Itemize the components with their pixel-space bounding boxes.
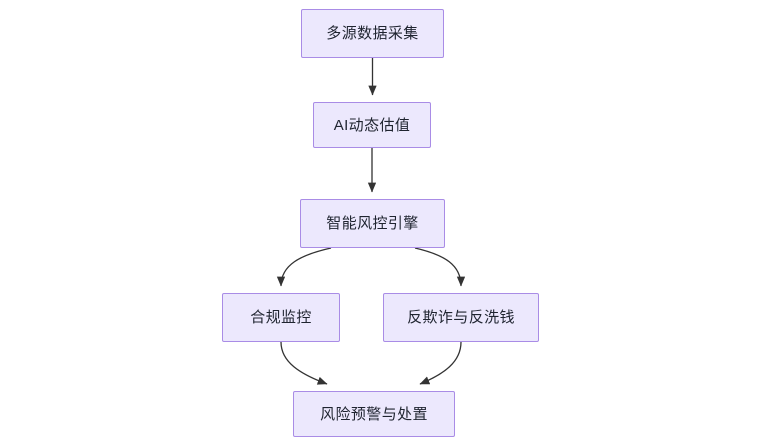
node-intelligent-risk-control-engine[interactable]: 智能风控引擎 — [300, 199, 445, 248]
node-label: 多源数据采集 — [326, 25, 419, 42]
node-multi-source-data-collection[interactable]: 多源数据采集 — [301, 9, 444, 58]
node-compliance-monitoring[interactable]: 合规监控 — [222, 293, 340, 342]
edge-n4-n6 — [280, 341, 328, 385]
node-ai-dynamic-valuation[interactable]: AI动态估值 — [313, 102, 431, 148]
edge-n5-n6 — [419, 341, 462, 385]
node-label: 风险预警与处置 — [320, 405, 428, 423]
node-anti-fraud-and-anti-money-laundering[interactable]: 反欺诈与反洗钱 — [383, 293, 539, 342]
node-label: 智能风控引擎 — [326, 215, 419, 232]
node-label: 合规监控 — [250, 309, 312, 326]
edge-n3-n5 — [414, 247, 466, 287]
node-label: AI动态估值 — [333, 116, 411, 134]
node-label: 反欺诈与反洗钱 — [407, 309, 515, 326]
edge-n3-n4 — [276, 247, 332, 287]
node-risk-alert-and-disposal[interactable]: 风险预警与处置 — [293, 391, 455, 437]
